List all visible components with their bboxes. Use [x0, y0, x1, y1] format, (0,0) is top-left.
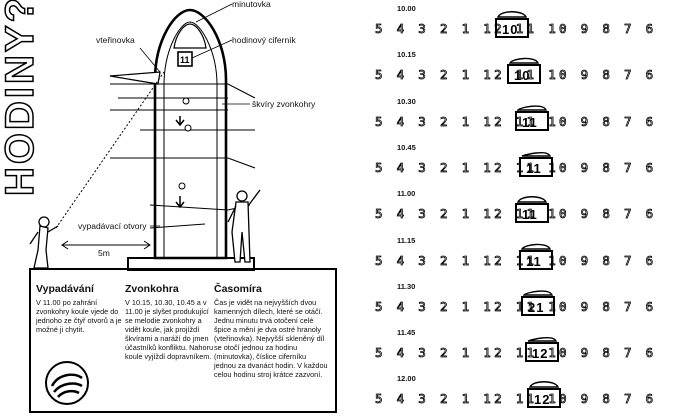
- sequence-time: 11.30: [397, 281, 416, 291]
- sequence-dial: 5 4 3 2 1 12 11 10 9 8 7 6: [375, 159, 657, 175]
- ball: [184, 124, 192, 132]
- arrow-down: [175, 196, 185, 209]
- person-woman: [29, 216, 59, 269]
- sequence-window: [515, 203, 549, 224]
- legend-text: V 10.15, 10.30, 10.45 a v 11.00 je slyše…: [125, 298, 214, 362]
- sequence-shown-hour: 12: [532, 346, 549, 362]
- sequence-minute-cap: [521, 243, 551, 250]
- sequence-minute-cap: [517, 105, 547, 111]
- leader-vterinovka: [139, 47, 161, 73]
- legend-col-vypadavani: Vypadávání V 11.00 po zahrání zvonkohry …: [36, 283, 126, 334]
- person-man: [227, 189, 261, 263]
- sequence-minute-cap: [523, 290, 553, 296]
- sequence-dial: 5 4 3 2 1 12 11 10 9 8 7 6: [375, 391, 657, 407]
- legend-heading: Časomíra: [214, 283, 262, 295]
- sequence-dial: 5 4 3 2 1 12 11 10 9 8 7 6: [375, 206, 657, 222]
- tower-body: [153, 8, 228, 260]
- sequence-minute-cap: [497, 11, 527, 18]
- tower-inner-outline: [163, 21, 218, 258]
- sequence-shown-hour: 21: [528, 299, 545, 315]
- sequence-time: 10.00: [397, 4, 416, 13]
- sequence-window: [507, 64, 541, 85]
- sequence-time: 10.30: [397, 96, 416, 106]
- chime-chute-1: [110, 83, 256, 99]
- arrow-down: [175, 116, 185, 127]
- sequence-time: 11.45: [397, 328, 416, 338]
- sequence-window: [515, 110, 549, 131]
- minute-glass: [173, 23, 207, 49]
- sequence-dial: 5 4 3 2 1 12 11 10 9 8 7 6: [375, 113, 657, 129]
- sequence-shown-hour: 11: [522, 207, 538, 223]
- legend-box: [29, 268, 337, 413]
- sequence-minute-cap: [527, 337, 557, 342]
- rolling-ball-icon: [45, 361, 89, 405]
- sequence-minute-cap: [509, 58, 539, 64]
- sequence-shown-hour: 11: [526, 253, 542, 269]
- label-hodinovy-ciferník: hodinový ciferník: [232, 35, 296, 45]
- sequence-minute-cap: [529, 381, 559, 389]
- label-vterinovka: vteřinovka: [96, 35, 135, 45]
- sequence-time: 10.45: [397, 142, 416, 152]
- sequence-time: 10.15: [397, 50, 416, 60]
- sequence-window: [519, 249, 553, 270]
- sequence-dial: 5 4 3 2 1 12 11 10 9 8 7 6: [375, 252, 657, 268]
- hour-dial: [177, 51, 193, 67]
- sequence-time: 12.00: [397, 374, 416, 384]
- label-minutovka: minutovka: [232, 0, 271, 9]
- leader-ciferník: [191, 39, 233, 59]
- sequence-window: [525, 342, 559, 363]
- ball: [178, 182, 186, 190]
- legend-col-zvonkohra: Zvonkohra V 10.15, 10.30, 10.45 a v 11.0…: [125, 283, 215, 361]
- hour-dial-number: 11: [180, 55, 190, 65]
- sequence-shown-hour: 11: [522, 114, 538, 130]
- sequence-shown-hour: 10: [514, 68, 531, 84]
- label-skviry-zvonkohry: škvíry zvonkohry: [252, 99, 316, 109]
- legend-col-casomira: Časomíra Čas je vidět na nejvyšších dvou…: [214, 283, 329, 379]
- line-of-sight: [55, 71, 165, 229]
- sequence-dial: 5 4 3 2 1 12 11 10 9 8 7 6: [375, 67, 657, 83]
- sequence-minute-cap: [521, 151, 551, 157]
- sequence-window: [527, 388, 561, 409]
- sequence-time: 11.15: [397, 235, 416, 245]
- label-distance: 5m: [98, 248, 110, 258]
- ball: [182, 97, 190, 105]
- sequence-dial: 5 4 3 2 1 12 11 10 9 8 7 6: [375, 345, 657, 361]
- seconds-prism: [109, 71, 161, 85]
- distance-arrow: [61, 240, 151, 250]
- sequence-window: [495, 18, 529, 38]
- sequence-time: 11.00: [397, 189, 416, 199]
- sequence-shown-hour: 10: [502, 22, 519, 37]
- sequence-shown-hour: 11: [526, 160, 542, 176]
- sequence-dial: 5 4 3 2 1 12 11 10 9 8 7 6: [375, 21, 657, 37]
- sequence-window: [519, 156, 553, 177]
- legend-text: V 11.00 po zahrání zvonkohry koule vjede…: [36, 298, 122, 335]
- sequence-shown-hour: 12: [534, 392, 551, 408]
- chime-chute-7: [149, 223, 206, 229]
- sequence-dial: 5 4 3 2 1 12 11 10 9 8 7 6: [375, 298, 657, 314]
- sequence-minute-cap: [517, 196, 547, 203]
- legend-text: Čas je vidět na nejvyšších dvou kamennýc…: [214, 298, 328, 380]
- legend-heading: Zvonkohra: [125, 283, 179, 295]
- label-vypadavaci-otvory: vypadávací otvory: [78, 221, 147, 231]
- leader-minutovka: [195, 3, 233, 23]
- sequence-window: [521, 295, 555, 316]
- legend-heading: Vypadávání: [36, 283, 94, 295]
- chime-chute-5: [110, 157, 256, 169]
